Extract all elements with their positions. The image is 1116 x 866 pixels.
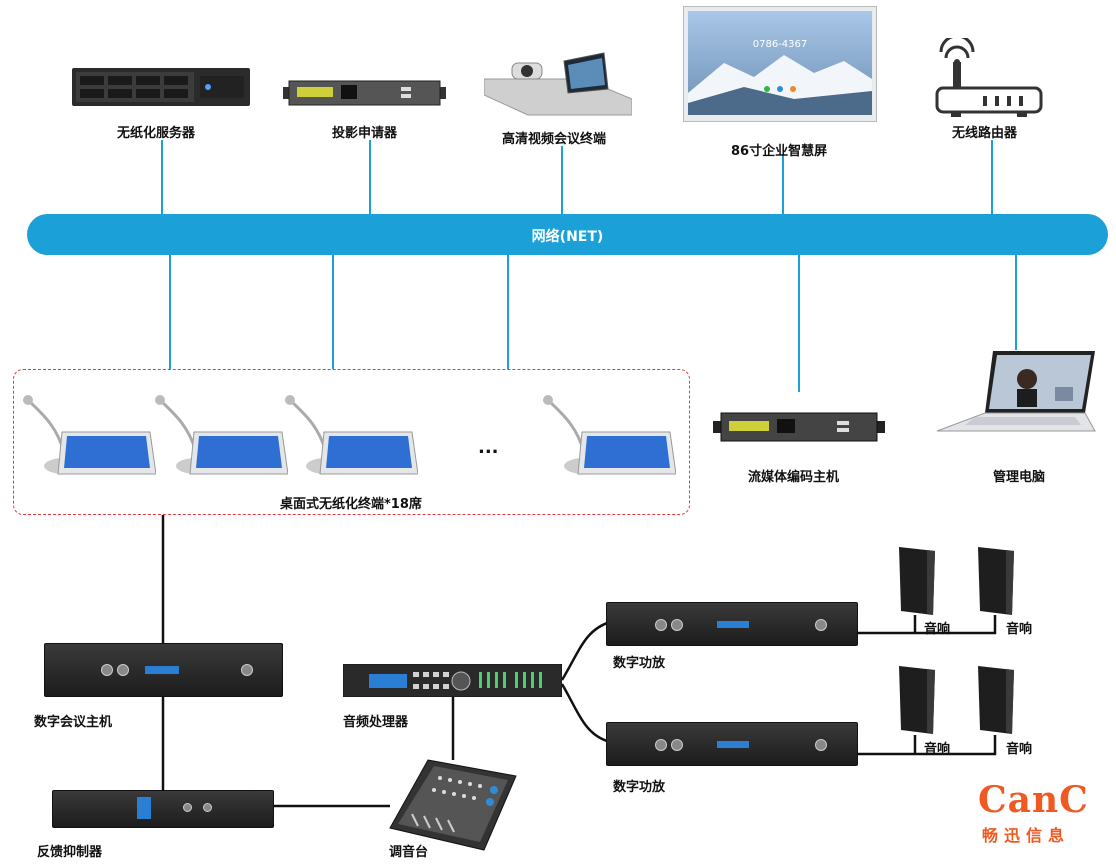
- smart-screen-number: 0786-4367: [752, 39, 808, 50]
- network-label: 网络(NET): [531, 229, 604, 245]
- line-amp2-speakers: [856, 735, 997, 756]
- desktop-terminal-group: [13, 369, 690, 515]
- brand-name: 畅迅信息: [982, 826, 1071, 845]
- admin-pc-image: [935, 349, 1097, 439]
- line-amp1-speakers: [856, 615, 997, 635]
- terminal-ellipsis: ...: [478, 437, 499, 458]
- speaker-2-label: 音响: [1006, 622, 1033, 637]
- smart-screen-image: 0786-4367: [683, 6, 877, 122]
- video-terminal-label: 高清视频会议终端: [502, 132, 607, 147]
- amplifier-2-image: [606, 722, 858, 766]
- feedback-suppressor-image: [52, 790, 274, 828]
- amplifier-2-label: 数字功放: [613, 780, 666, 795]
- projector-requester-label: 投影申请器: [332, 126, 398, 141]
- line-processor-amp1: [560, 620, 611, 681]
- video-terminal-image: [483, 49, 633, 119]
- streaming-encoder-image: [713, 411, 885, 443]
- projector-requester-image: [283, 79, 446, 107]
- amplifier-1-label: 数字功放: [613, 656, 666, 671]
- audio-processor-image: [342, 663, 563, 698]
- speaker-3-label: 音响: [924, 742, 951, 757]
- speaker-4-label: 音响: [1006, 742, 1033, 757]
- desktop-terminal-4: [540, 392, 677, 482]
- desktop-terminal-1: [20, 392, 157, 482]
- smart-screen-label: 86寸企业智慧屏: [731, 144, 828, 159]
- streaming-encoder-label: 流媒体编码主机: [748, 470, 840, 485]
- conference-host-label: 数字会议主机: [34, 715, 113, 730]
- server-image: [72, 66, 250, 108]
- router-icon: [933, 34, 1045, 118]
- speaker-1-image: [897, 545, 937, 617]
- router-label: 无线路由器: [952, 126, 1018, 141]
- desktop-terminal-2: [152, 392, 289, 482]
- desktop-terminal-3: [282, 392, 419, 482]
- speaker-4-image: [976, 664, 1016, 736]
- line-processor-amp2: [560, 683, 611, 744]
- amplifier-1-image: [606, 602, 858, 646]
- conference-host-image: [44, 643, 283, 697]
- desktop-terminal-group-label: 桌面式无纸化终端*18席: [280, 497, 422, 512]
- mixer-image: [388, 756, 518, 854]
- server-label: 无纸化服务器: [117, 126, 196, 141]
- brand-logo: CanC 畅迅信息: [978, 780, 1098, 846]
- brand-logo-text: CanC: [978, 779, 1089, 821]
- mixer-label: 调音台: [389, 845, 429, 860]
- speaker-1-label: 音响: [924, 622, 951, 637]
- feedback-suppressor-label: 反馈抑制器: [37, 845, 103, 860]
- speaker-2-image: [976, 545, 1016, 617]
- audio-processor-label: 音频处理器: [343, 715, 409, 730]
- network-bus: 网络(NET): [27, 214, 1108, 255]
- speaker-3-image: [897, 664, 937, 736]
- admin-pc-label: 管理电脑: [993, 470, 1046, 485]
